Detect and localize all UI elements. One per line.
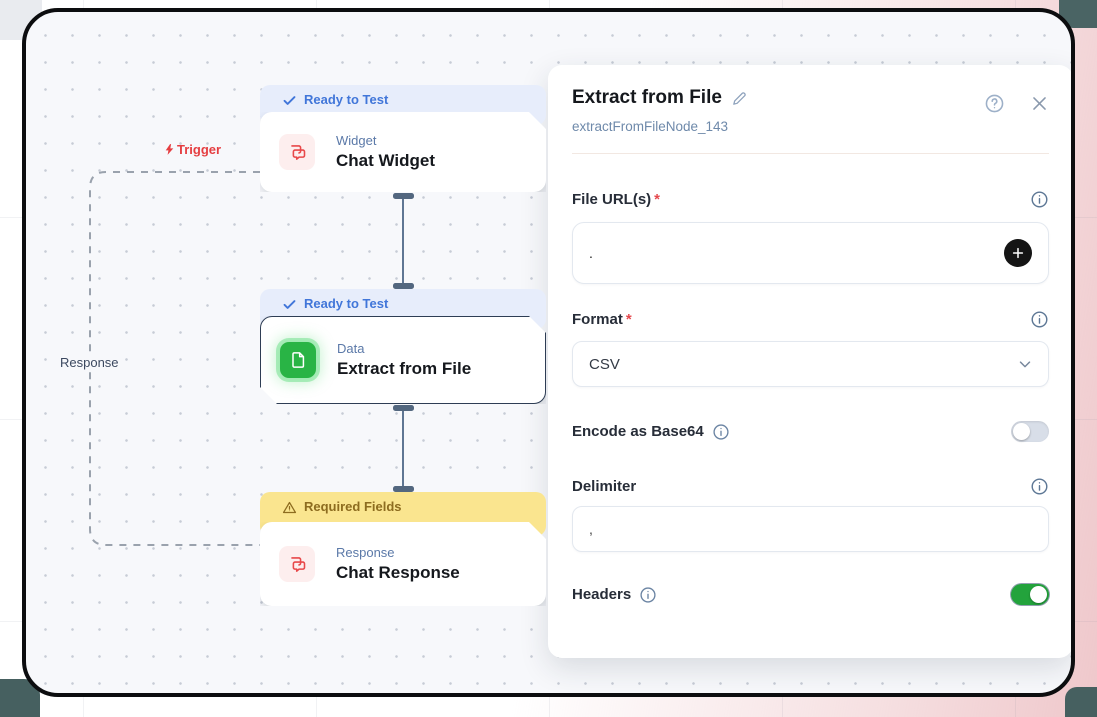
file-urls-label: File URL(s)* — [572, 191, 661, 208]
chat-bubbles-icon — [279, 134, 315, 170]
node-category: Widget — [336, 133, 377, 148]
file-urls-field — [572, 222, 1049, 284]
trigger-edge-label: Trigger — [163, 142, 221, 157]
node-card-chat-widget[interactable]: Widget Chat Widget — [260, 112, 546, 192]
check-icon — [283, 96, 296, 105]
format-select[interactable]: CSV — [572, 341, 1049, 387]
connector-handle-bottom[interactable] — [392, 486, 414, 492]
node-category: Response — [336, 545, 395, 560]
info-icon[interactable] — [1030, 190, 1049, 209]
workflow-canvas[interactable]: Trigger Response Ready to Test Widget Ch… — [22, 8, 1075, 697]
add-url-button[interactable] — [1004, 239, 1032, 267]
encode-base64-label: Encode as Base64 — [572, 423, 704, 440]
headers-label: Headers — [572, 586, 632, 603]
node-config-panel: Extract from File extractFromFileNode_14… — [548, 65, 1071, 658]
divider — [572, 153, 1049, 154]
help-icon[interactable] — [984, 93, 1005, 114]
node-title: Chat Response — [336, 563, 460, 582]
node-chat-widget: Ready to Test Widget Chat Widget — [260, 85, 546, 192]
warning-triangle-icon — [282, 501, 297, 514]
node-chat-response: Required Fields Response Chat Response — [260, 492, 546, 606]
node-category: Data — [337, 341, 365, 356]
close-icon[interactable] — [1030, 94, 1049, 113]
badge-label: Required Fields — [304, 499, 402, 514]
connector-handle-top[interactable] — [392, 193, 414, 199]
file-document-icon — [280, 342, 316, 378]
node-card-extract-from-file[interactable]: Data Extract from File — [260, 316, 546, 404]
node-id: extractFromFileNode_143 — [572, 119, 729, 134]
node-extract-from-file: Ready to Test Data Extract from File — [260, 289, 546, 404]
node-title: Chat Widget — [336, 151, 436, 170]
info-icon[interactable] — [639, 586, 657, 604]
info-icon[interactable] — [1030, 477, 1049, 496]
edge-connector[interactable] — [392, 405, 414, 492]
chevron-down-icon — [1019, 361, 1031, 368]
format-selected-value: CSV — [589, 355, 620, 373]
connector-handle-bottom[interactable] — [392, 283, 414, 289]
connector-handle-top[interactable] — [392, 405, 414, 411]
panel-title: Extract from File — [572, 87, 748, 109]
file-urls-input[interactable] — [589, 245, 1004, 261]
connector-line — [401, 199, 405, 283]
edit-pencil-icon[interactable] — [731, 90, 748, 107]
check-icon — [283, 300, 296, 309]
badge-label: Ready to Test — [304, 296, 389, 311]
info-icon[interactable] — [712, 423, 730, 441]
encode-base64-toggle[interactable] — [1011, 421, 1049, 442]
chat-bubbles-icon — [279, 546, 315, 582]
connector-line — [401, 411, 405, 486]
decor-corner-bottom-right — [1065, 687, 1097, 717]
format-label: Format* — [572, 311, 632, 328]
headers-toggle[interactable] — [1011, 584, 1049, 605]
delimiter-field — [572, 506, 1049, 552]
delimiter-label: Delimiter — [572, 478, 637, 495]
info-icon[interactable] — [1030, 310, 1049, 329]
lightning-bolt-icon — [165, 144, 174, 155]
response-edge-label: Response — [56, 354, 123, 371]
node-card-chat-response[interactable]: Response Chat Response — [260, 522, 546, 606]
delimiter-input[interactable] — [589, 521, 1032, 537]
edge-connector[interactable] — [392, 193, 414, 289]
badge-label: Ready to Test — [304, 92, 389, 107]
node-title: Extract from File — [337, 359, 472, 378]
